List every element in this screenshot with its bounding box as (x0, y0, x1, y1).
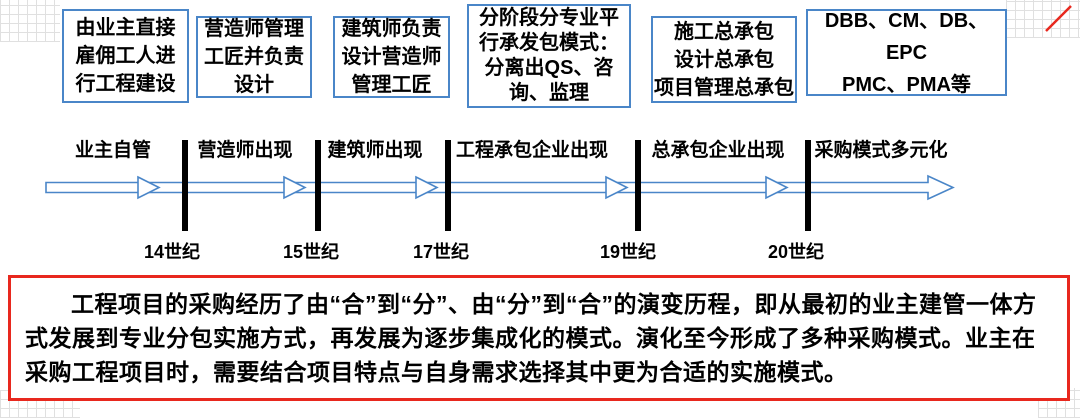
stage-label: 业主自管 (74, 140, 151, 161)
arrow-chevron-icon (415, 175, 439, 200)
century-label: 20世纪 (767, 242, 825, 262)
stage-label: 采购模式多元化 (814, 140, 948, 161)
phase-box-text: 分阶段分专业平 行承发包模式： 分离出QS、咨 询、监理 (479, 6, 619, 105)
phase-box: 分阶段分专业平 行承发包模式： 分离出QS、咨 询、监理 (467, 4, 631, 108)
timeline-tick (805, 140, 811, 231)
phase-box: 由业主直接 雇佣工人进 行工程建设 (62, 9, 189, 103)
century-label: 19世纪 (599, 242, 657, 262)
arrow-chevron-icon (605, 175, 629, 200)
phase-box-text: 营造师管理 工匠并负责 设计 (204, 18, 304, 96)
timeline-tick (635, 140, 641, 231)
phase-box: 营造师管理 工匠并负责 设计 (196, 16, 312, 98)
arrow-chevron-icon (137, 175, 161, 200)
phase-box: DBB、CM、DB、EPC PMC、PMA等 (806, 9, 1007, 96)
background-grid-patch (1006, 0, 1080, 38)
century-label: 14世纪 (143, 242, 201, 262)
century-label: 17世纪 (412, 242, 470, 262)
arrow-chevron-icon (283, 175, 307, 200)
phase-box-text: 由业主直接 雇佣工人进 行工程建设 (75, 17, 176, 95)
summary-box: 工程项目的采购经历了由“合”到“分”、由“分”到“合”的演变历程，即从最初的业主… (8, 275, 1070, 401)
stage-label: 营造师出现 (197, 140, 293, 161)
stage-label: 建筑师出现 (327, 140, 423, 161)
stage-label: 工程承包企业出现 (455, 140, 608, 161)
arrow-chevron-icon (765, 175, 789, 200)
summary-text: 工程项目的采购经历了由“合”到“分”、由“分”到“合”的演变历程，即从最初的业主… (25, 291, 1037, 386)
phase-box: 建筑师负责 设计营造师 管理工匠 (333, 16, 450, 98)
phase-box-text: 建筑师负责 设计营造师 管理工匠 (341, 18, 442, 96)
stage-label: 总承包企业出现 (651, 140, 785, 161)
century-label: 15世纪 (282, 242, 340, 262)
timeline-tick (182, 140, 188, 231)
phase-box-text: 施工总承包 设计总承包 项目管理总承包 (654, 20, 794, 99)
phase-box: 施工总承包 设计总承包 项目管理总承包 (651, 16, 797, 103)
timeline-tick (315, 140, 321, 231)
phase-box-text: DBB、CM、DB、EPC PMC、PMA等 (824, 9, 989, 96)
timeline-tick (445, 140, 451, 231)
background-grid-patch (0, 0, 60, 42)
